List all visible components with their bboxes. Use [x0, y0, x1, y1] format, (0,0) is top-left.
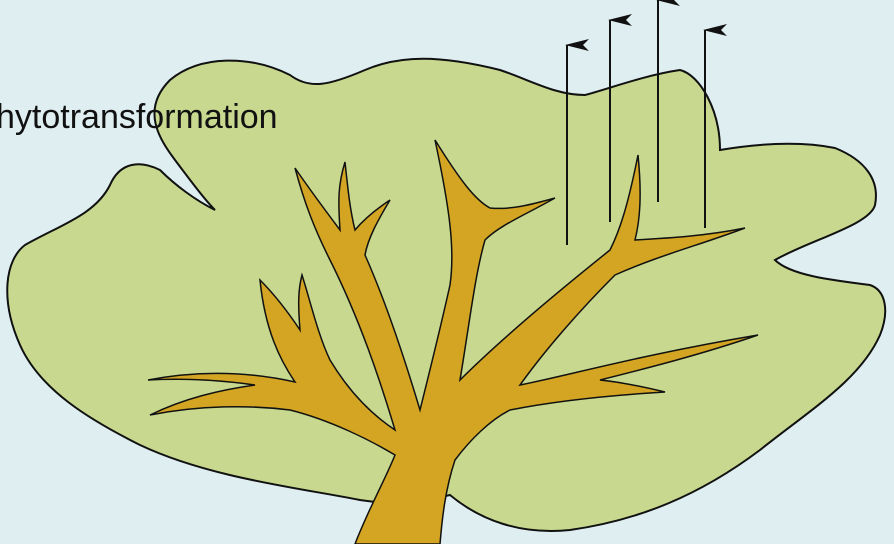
process-label: hytotransformation	[0, 98, 278, 137]
